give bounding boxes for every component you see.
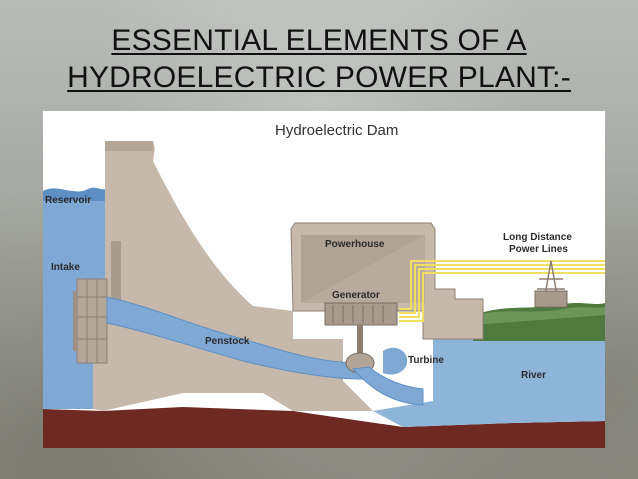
generator-housing: [324, 302, 398, 326]
intake-trash-rack: [73, 291, 77, 351]
label-river: River: [521, 370, 547, 381]
diagram-title: Hydroelectric Dam: [275, 122, 399, 139]
intake-grid: [77, 279, 107, 363]
power-line-wires: [399, 260, 605, 322]
label-turbine: Turbine: [408, 355, 444, 366]
label-generator: Generator: [332, 290, 380, 301]
label-reservoir: Reservoir: [45, 195, 92, 206]
draft-tube: [351, 366, 424, 406]
generator-lines: [332, 305, 384, 323]
label-power-lines-line-1: Long Distance: [503, 232, 572, 243]
slide-title-line-1: ESSENTIAL ELEMENTS OF A: [111, 24, 527, 57]
intake-gate: [76, 278, 108, 364]
ground-layer: [43, 407, 605, 448]
label-intake: Intake: [51, 262, 80, 273]
dam-crest: [105, 141, 153, 151]
dam-body: [93, 141, 373, 411]
turbine-volute: [383, 347, 408, 375]
intake-column: [111, 241, 121, 301]
label-penstock: Penstock: [205, 336, 250, 347]
reservoir-surface: [43, 187, 107, 201]
turbine-shaft: [357, 325, 363, 357]
tower-base: [534, 290, 568, 308]
grass-bank-highlight: [473, 307, 605, 325]
label-power-lines-line-2: Power Lines: [509, 244, 568, 255]
slide-title-line-2: HYDROELECTRIC POWER PLANT:-: [67, 61, 571, 94]
hydroelectric-dam-diagram: Hydroelectric Dam Reservoir Intake Power…: [43, 111, 605, 448]
slide-title: ESSENTIAL ELEMENTS OF A HYDROELECTRIC PO…: [40, 22, 598, 96]
label-powerhouse: Powerhouse: [325, 239, 385, 250]
powerhouse-shadow: [301, 235, 425, 303]
river-water: [373, 339, 605, 427]
dam-illustration: [43, 141, 605, 448]
